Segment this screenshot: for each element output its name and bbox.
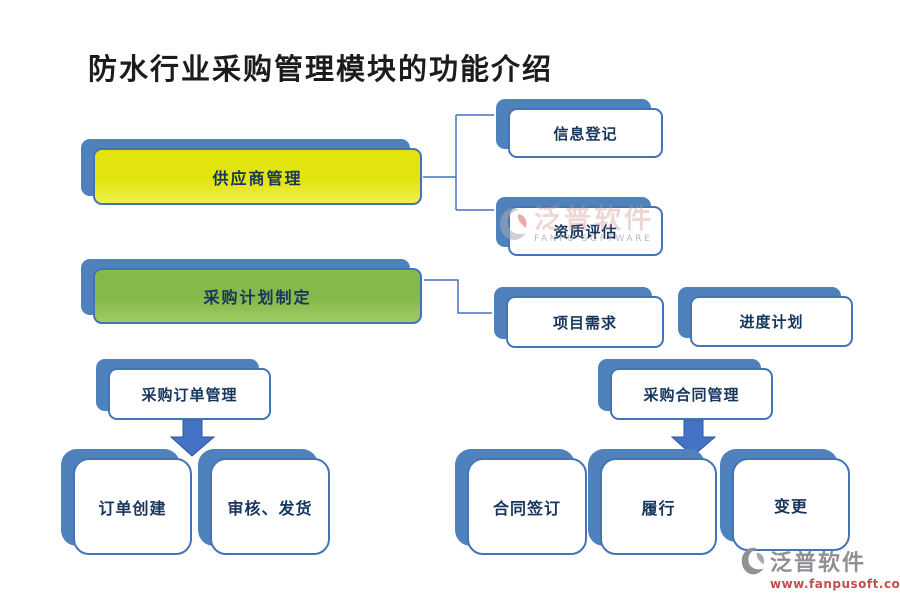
node-label: 变更 <box>732 458 850 551</box>
node-label: 合同签订 <box>467 458 587 555</box>
arrow-down-icon <box>169 419 216 457</box>
diagram-title: 防水行业采购管理模块的功能介绍 <box>88 52 554 86</box>
fanpu-logo-icon <box>741 547 765 575</box>
node-change: 变更 <box>720 449 850 551</box>
node-label: 采购计划制定 <box>93 268 422 324</box>
footer-url: www.fanpusoft.com <box>770 577 900 591</box>
node-label: 采购合同管理 <box>610 368 773 420</box>
node-supplier-management: 供应商管理 <box>81 139 422 205</box>
node-label: 供应商管理 <box>93 148 422 205</box>
node-contract-signing: 合同签订 <box>455 449 587 555</box>
node-procurement-plan: 采购计划制定 <box>81 259 422 324</box>
node-label: 进度计划 <box>690 296 853 347</box>
node-purchase-contract-management: 采购合同管理 <box>598 359 773 420</box>
node-order-creation: 订单创建 <box>61 449 192 555</box>
arrow-down-icon <box>670 419 717 457</box>
node-label: 项目需求 <box>506 296 664 348</box>
node-qualification-assessment: 资质评估 <box>496 197 663 256</box>
node-review-shipping: 审核、发货 <box>198 449 330 555</box>
footer-logo: 泛普软件 www.fanpusoft.com <box>740 545 900 591</box>
node-label: 履行 <box>600 458 717 555</box>
node-project-requirement: 项目需求 <box>494 287 664 348</box>
node-label: 资质评估 <box>508 206 663 256</box>
node-label: 信息登记 <box>508 108 663 158</box>
node-info-registration: 信息登记 <box>496 99 663 158</box>
node-label: 采购订单管理 <box>108 368 271 420</box>
footer-brand: 泛普软件 <box>770 550 867 576</box>
node-schedule-plan: 进度计划 <box>678 287 853 347</box>
node-label: 审核、发货 <box>210 458 330 555</box>
node-purchase-order-management: 采购订单管理 <box>96 359 271 420</box>
node-performance: 履行 <box>588 449 717 555</box>
node-label: 订单创建 <box>73 458 192 555</box>
